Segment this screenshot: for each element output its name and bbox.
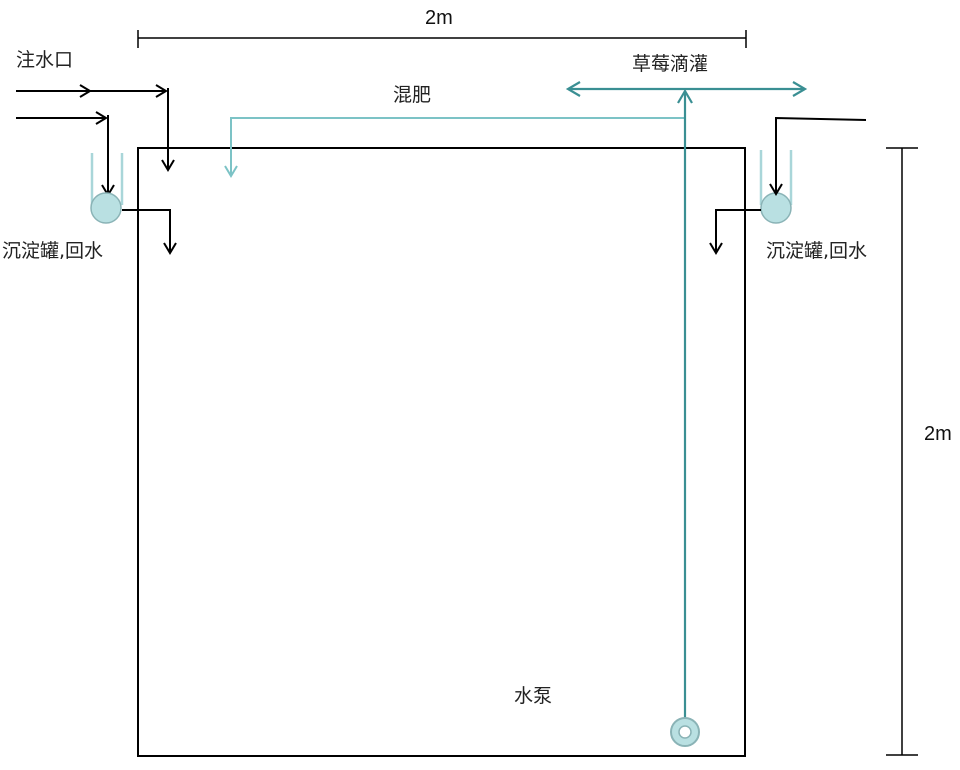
fertilizer-line — [224, 117, 684, 178]
left-tank-label: 沉淀罐,回水 — [2, 240, 103, 262]
width-dimension — [137, 30, 747, 48]
left-settling-tank — [90, 153, 124, 224]
right-return-arrow — [709, 209, 761, 255]
drip-irrigation-label: 草莓滴灌 — [632, 53, 708, 75]
fertilizer-label: 混肥 — [393, 84, 431, 106]
height-dimension — [886, 147, 918, 756]
pump-label: 水泵 — [514, 685, 552, 707]
width-dimension-label: 2m — [425, 7, 453, 29]
grow-bed-frame — [137, 147, 746, 757]
left-return-arrow — [122, 209, 177, 255]
height-dimension-label: 2m — [924, 423, 952, 445]
pump-icon — [670, 717, 700, 747]
inlet-label: 注水口 — [16, 49, 73, 71]
right-inlet-arrow — [769, 116, 867, 196]
inlet-arrows — [16, 84, 175, 197]
right-tank-label: 沉淀罐,回水 — [766, 240, 867, 262]
